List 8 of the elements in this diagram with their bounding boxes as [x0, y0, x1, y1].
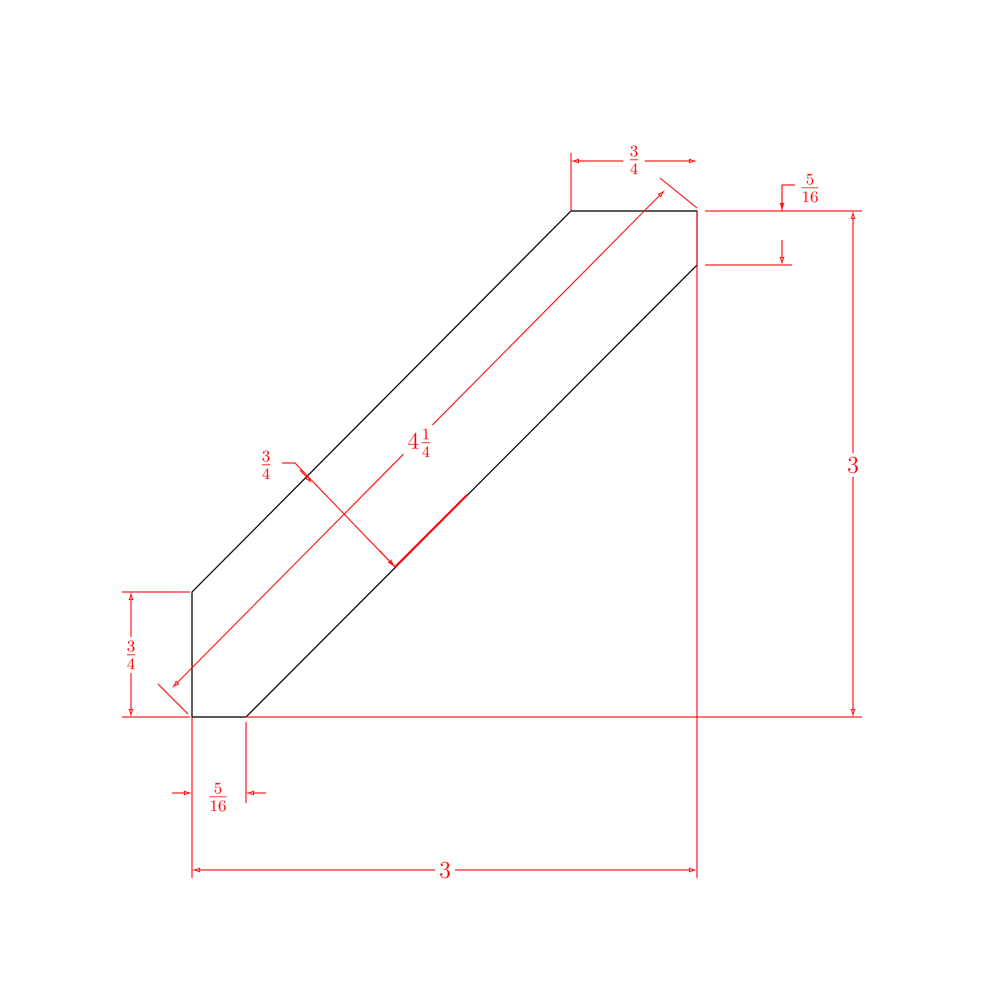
dimension-label: $\frac{3}{4}$: [255, 446, 277, 484]
dimension-label: $\frac{3}{4}$: [120, 637, 142, 674]
dimension-label: $4\frac{1}{4}$: [403, 425, 437, 462]
dimension-label: $3$: [843, 453, 863, 477]
dimension-label: $\frac{5}{16}$: [203, 779, 233, 816]
dimension-label: $\frac{5}{16}$: [795, 170, 825, 206]
dimension-label: $3$: [435, 858, 455, 882]
dimension-label: $\frac{3}{4}$: [623, 142, 645, 178]
